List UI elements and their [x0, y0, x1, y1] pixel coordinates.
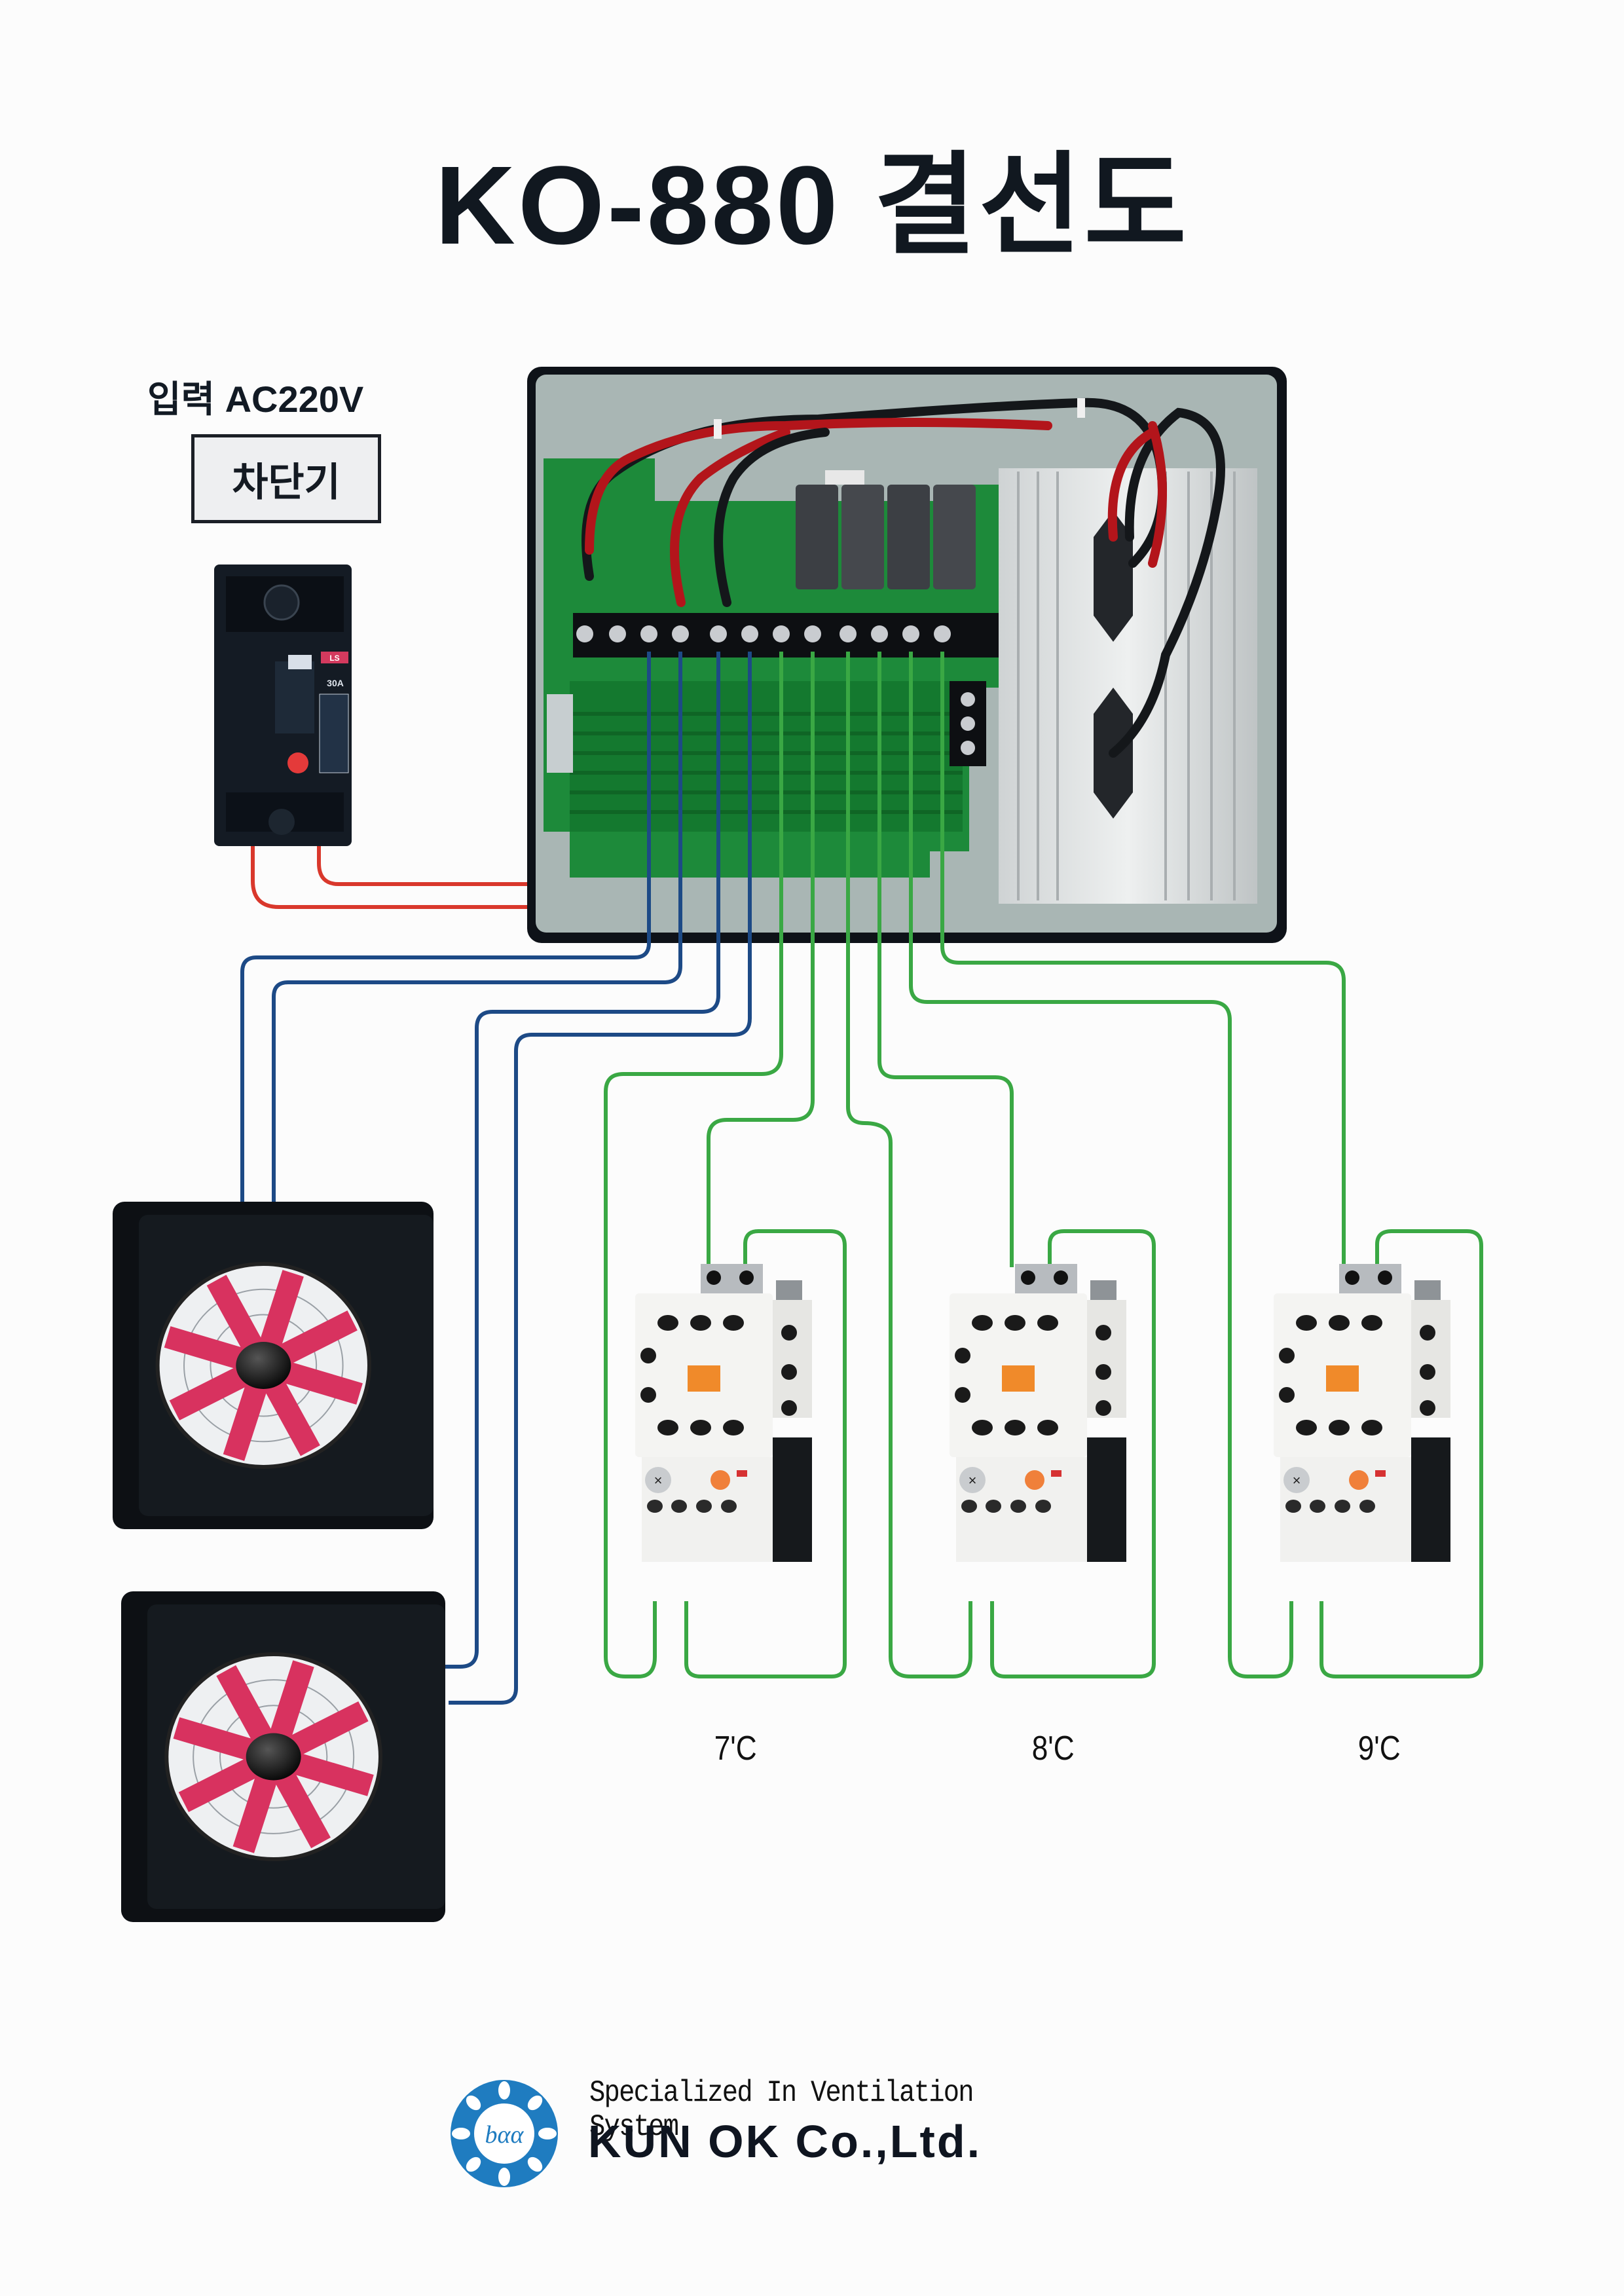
- output-wire-2a: [846, 652, 972, 1678]
- reset-screw: [1283, 1467, 1310, 1493]
- fan-hub: [236, 1342, 291, 1389]
- circuit-breaker: LS 30A: [214, 565, 352, 846]
- fan-wire-1: [240, 652, 651, 1202]
- fan-wire-3: [442, 652, 720, 1669]
- breaker-window: [288, 655, 312, 669]
- svg-text:×: ×: [969, 1472, 977, 1489]
- magnetic-contactor-1: ×: [635, 1264, 812, 1562]
- ssr-1: [1094, 511, 1133, 642]
- ls-brand-badge: [321, 652, 348, 663]
- current-dial: [710, 1470, 730, 1490]
- terminal-screws: [576, 625, 975, 755]
- output-wire-1b: [707, 652, 815, 1267]
- output-wires: [604, 652, 1483, 1678]
- magnetic-contactor-3: ×: [1274, 1264, 1450, 1562]
- output-wire-1a: [604, 652, 783, 1678]
- relay-2: [841, 485, 884, 589]
- contactor-indicator: [1326, 1365, 1359, 1392]
- fans: [113, 1202, 445, 1922]
- magnetic-contactor-2: ×: [950, 1264, 1126, 1562]
- current-dial: [1349, 1470, 1369, 1490]
- aux-contact: [1087, 1300, 1126, 1418]
- aux-contact: [773, 1300, 812, 1418]
- reset-screw: [959, 1467, 986, 1493]
- relay-3: [887, 485, 930, 589]
- contactor-indicator: [688, 1365, 720, 1392]
- input-voltage-label: 입력 AC220V: [147, 379, 364, 420]
- exhaust-fan-2: [121, 1591, 445, 1922]
- contactors: × × ×: [635, 1264, 1450, 1562]
- exhaust-fan-1: [113, 1202, 434, 1529]
- output-wire-3b: [940, 652, 1346, 1267]
- company-tagline: Specialized In Ventilation System: [589, 2076, 974, 2144]
- breaker-test-button: [287, 752, 308, 773]
- output-wire-1c: [684, 1229, 847, 1678]
- contactor-label-8c: 8'C: [1031, 1730, 1075, 1768]
- fan-wires: [240, 652, 752, 1705]
- footer: Specialized In Ventilation System KUN OK…: [445, 2069, 1100, 2187]
- svg-text:×: ×: [654, 1472, 663, 1489]
- internal-cables: [581, 398, 1225, 758]
- fan-wire-2: [272, 652, 682, 1202]
- breaker-brand-text: LS: [329, 654, 339, 663]
- output-wire-2b: [877, 652, 1014, 1267]
- logo-glyph: bαα: [485, 2121, 525, 2149]
- contactor-indicator: [1002, 1365, 1035, 1392]
- page-title: KO-880 결선도: [435, 143, 1189, 268]
- output-wire-3a: [909, 652, 1293, 1678]
- fan-wire-4: [449, 652, 752, 1705]
- contactor-label-7c: 7'C: [714, 1730, 757, 1768]
- output-wire-2c: [990, 1229, 1156, 1678]
- fan-hub: [246, 1733, 301, 1781]
- pcb-connector: [825, 470, 864, 485]
- breaker-label: 차단기: [232, 460, 341, 504]
- relay-4: [933, 485, 976, 589]
- current-dial: [1025, 1470, 1044, 1490]
- reset-screw: [645, 1467, 671, 1493]
- breaker-rating-text: 30A: [327, 678, 344, 688]
- output-wire-3c: [1320, 1229, 1483, 1678]
- relay-1: [796, 485, 838, 589]
- company-name: KUN OK Co.,Ltd.: [588, 2116, 982, 2167]
- contactor-label-9c: 9'C: [1357, 1730, 1401, 1768]
- aux-contact: [1411, 1300, 1450, 1418]
- svg-text:×: ×: [1293, 1472, 1301, 1489]
- company-logo: bαα: [451, 2080, 558, 2187]
- controller-box: [527, 367, 1287, 943]
- power-wire-2: [317, 652, 556, 886]
- breaker-label-box: 차단기: [191, 434, 381, 523]
